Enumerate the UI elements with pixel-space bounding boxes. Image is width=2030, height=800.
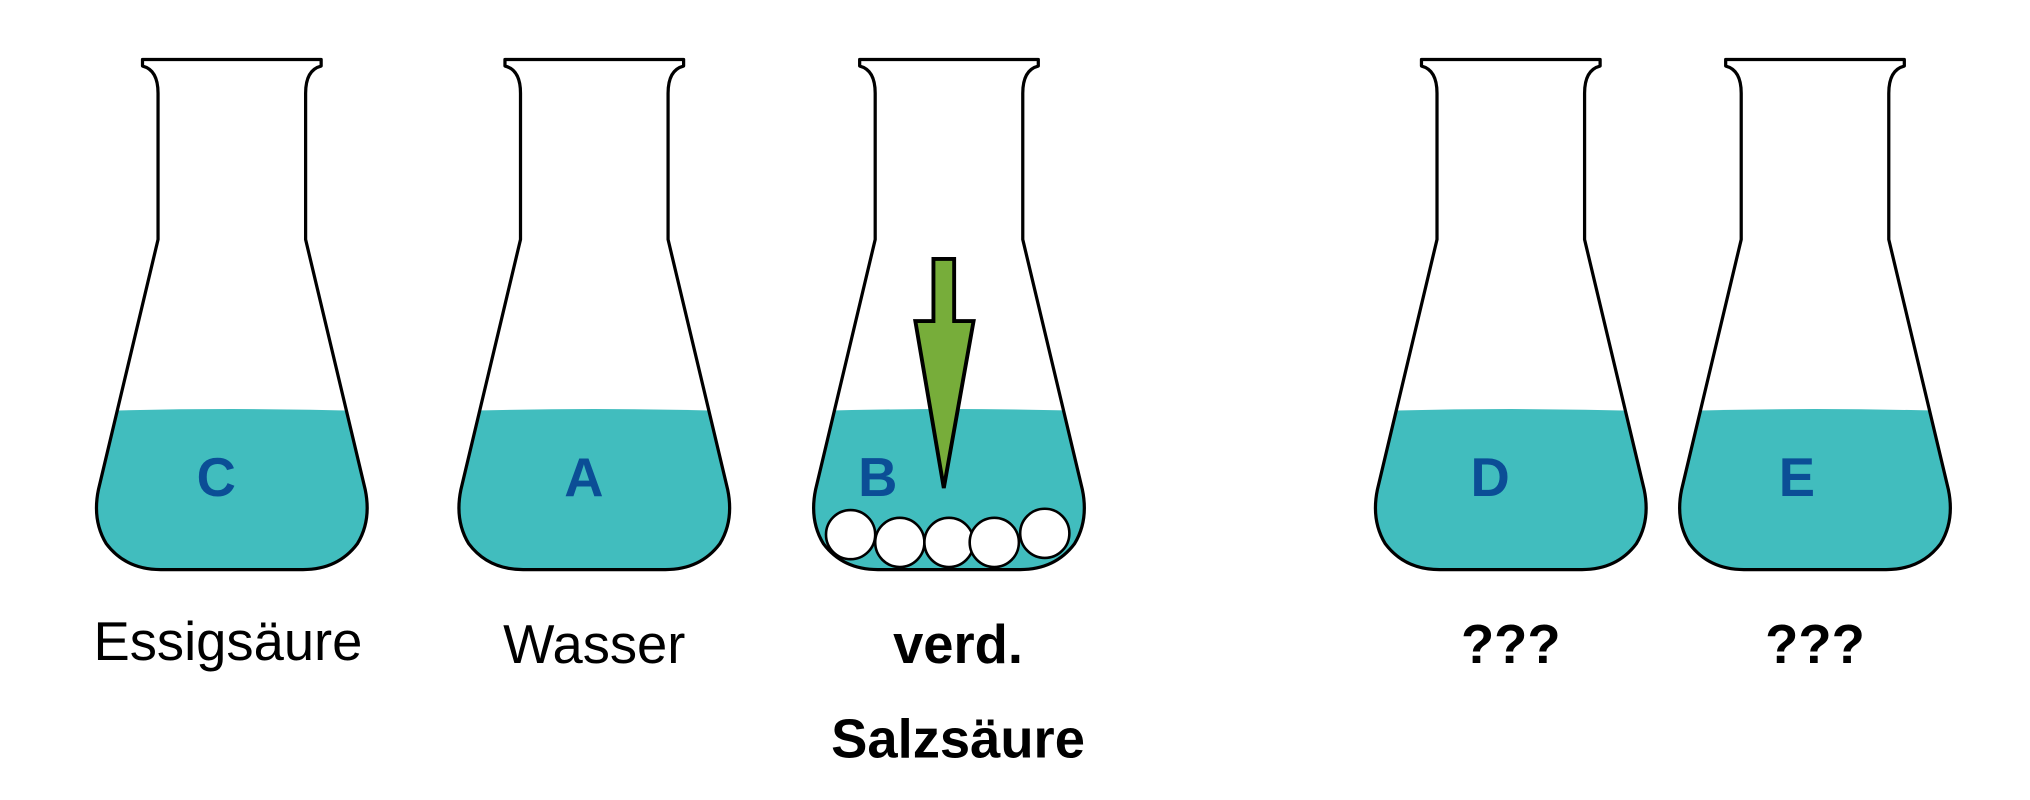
marble <box>824 508 877 561</box>
marble <box>1018 507 1071 560</box>
flask-d: D <box>1373 57 1648 572</box>
liquid <box>458 409 730 570</box>
liquid <box>96 409 368 570</box>
label-unknown-d: ??? <box>1461 614 1561 675</box>
label-verd: verd. <box>893 614 1023 675</box>
flask-letter: B <box>858 447 897 508</box>
liquid <box>1679 409 1951 570</box>
liquid <box>1375 409 1647 570</box>
label-salzsaeure: Salzsäure <box>831 708 1085 769</box>
flask-a: A <box>457 57 732 572</box>
flask-letter: A <box>564 447 603 508</box>
flask-e: E <box>1678 57 1952 572</box>
marble <box>968 516 1021 569</box>
flask-letter: C <box>197 447 236 508</box>
flask-letter: E <box>1779 447 1815 508</box>
flask-c: C <box>94 57 369 572</box>
flask-letter: D <box>1470 447 1509 508</box>
marble <box>873 516 926 569</box>
down-arrow-icon <box>913 256 976 489</box>
label-essigsaeure: Essigsäure <box>93 611 362 672</box>
label-unknown-e: ??? <box>1765 614 1865 675</box>
marble <box>923 516 975 569</box>
label-wasser: Wasser <box>503 614 685 675</box>
flask-b: B <box>812 57 1086 572</box>
